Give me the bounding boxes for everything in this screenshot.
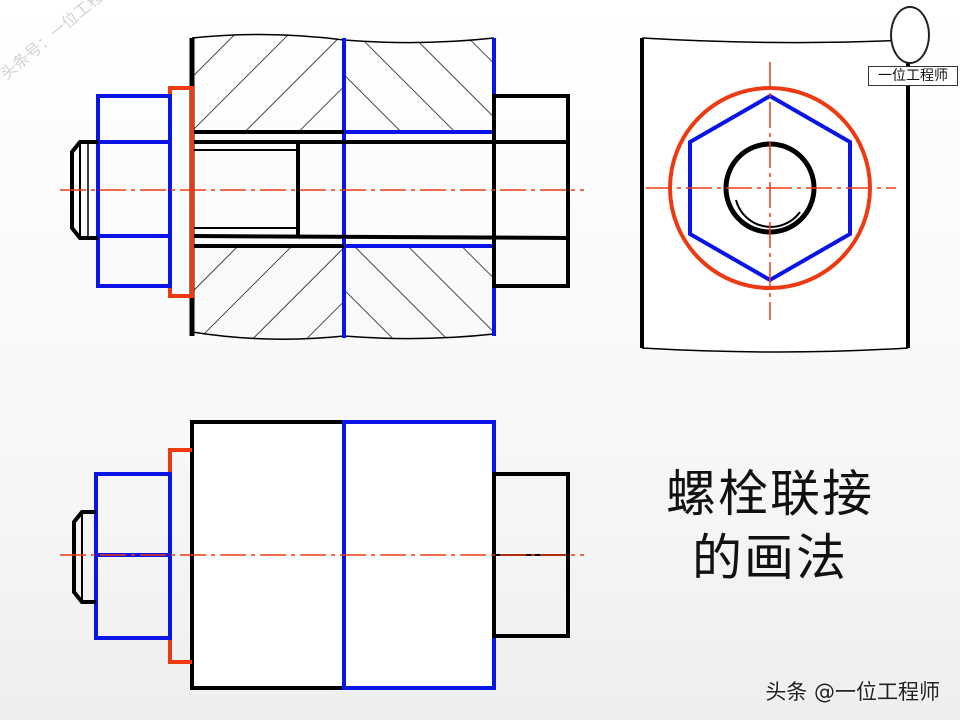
left-side-view	[640, 37, 910, 353]
footer-credit: 头条 @一位工程师	[765, 680, 940, 704]
nut	[96, 94, 172, 288]
title-line-2: 的画法	[692, 529, 848, 587]
bolt-head	[492, 94, 570, 288]
logo-label: 一位工程师	[868, 66, 958, 86]
sectional-front-view	[60, 33, 584, 340]
title-line-1: 螺栓联接	[666, 465, 874, 523]
washer	[168, 86, 194, 298]
exterior-front-view	[60, 420, 584, 690]
logo-icon	[890, 6, 930, 64]
washer-exterior	[168, 448, 192, 664]
bolt-shank	[191, 140, 571, 240]
right-plate-section	[342, 37, 496, 340]
watermark-logo: 一位工程师	[868, 4, 958, 86]
left-plate-section	[189, 33, 345, 340]
diagram-title: 螺栓联接 的画法	[640, 462, 900, 590]
